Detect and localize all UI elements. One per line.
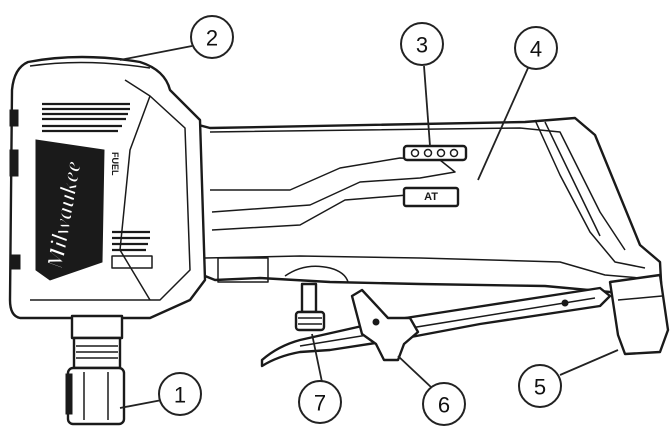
leader-6: [397, 355, 433, 389]
rear-cap-detail-2: [544, 121, 601, 237]
head-inner-frame: [30, 79, 191, 301]
side-edge-marks: [9, 109, 21, 270]
callout-6-label: 6: [438, 393, 450, 418]
callout-4-label: 4: [530, 37, 542, 62]
callout-2-label: 2: [206, 26, 218, 51]
mode-badge: AT: [402, 186, 460, 208]
angle-die-grinder: Milwaukee FUEL: [8, 55, 670, 426]
callout-1: 1: [158, 372, 202, 416]
head-top-cap: [29, 61, 151, 69]
leader-7: [311, 333, 323, 383]
lock-off-lever: [350, 288, 420, 362]
leader-2: [119, 45, 193, 61]
callout-5-label: 5: [534, 375, 546, 400]
grip-window: [217, 257, 269, 283]
callout-3: 3: [400, 22, 444, 66]
head-inner-frame-2: [119, 95, 151, 301]
front-stop: [294, 282, 326, 332]
callout-6: 6: [422, 382, 466, 426]
leader-lines: [119, 45, 619, 409]
callouts: 1 2 3 4 5 6 7: [158, 15, 562, 426]
rear-foot-edge: [617, 295, 663, 301]
leader-1: [119, 399, 163, 409]
callout-1-label: 1: [174, 383, 186, 408]
callout-5: 5: [518, 364, 562, 408]
callout-7-label: 7: [314, 391, 326, 416]
callout-3-label: 3: [416, 33, 428, 58]
rear-cap-detail: [534, 119, 646, 269]
fuel-mark: FUEL: [110, 152, 120, 176]
callout-2: 2: [190, 15, 234, 59]
paddle-lever: [260, 286, 612, 368]
rear-foot: [608, 273, 670, 356]
mode-badge-text: AT: [424, 191, 438, 203]
leader-4: [477, 67, 529, 181]
body-contour-lower: [204, 255, 641, 279]
leader-5: [559, 349, 619, 376]
vent-slots-top: [42, 102, 130, 133]
body-contour-upper: [209, 127, 626, 251]
callout-4: 4: [514, 26, 558, 70]
collet-assembly: [65, 314, 126, 426]
leader-3: [423, 65, 431, 147]
status-leds: [402, 144, 468, 162]
brand-plate: Milwaukee FUEL: [35, 139, 120, 281]
callout-7: 7: [298, 380, 342, 424]
vent-slots-lower: [111, 230, 153, 269]
grip-recess: [284, 265, 349, 283]
body-styling-line: [210, 157, 456, 213]
body-styling-line-2: [211, 193, 421, 231]
